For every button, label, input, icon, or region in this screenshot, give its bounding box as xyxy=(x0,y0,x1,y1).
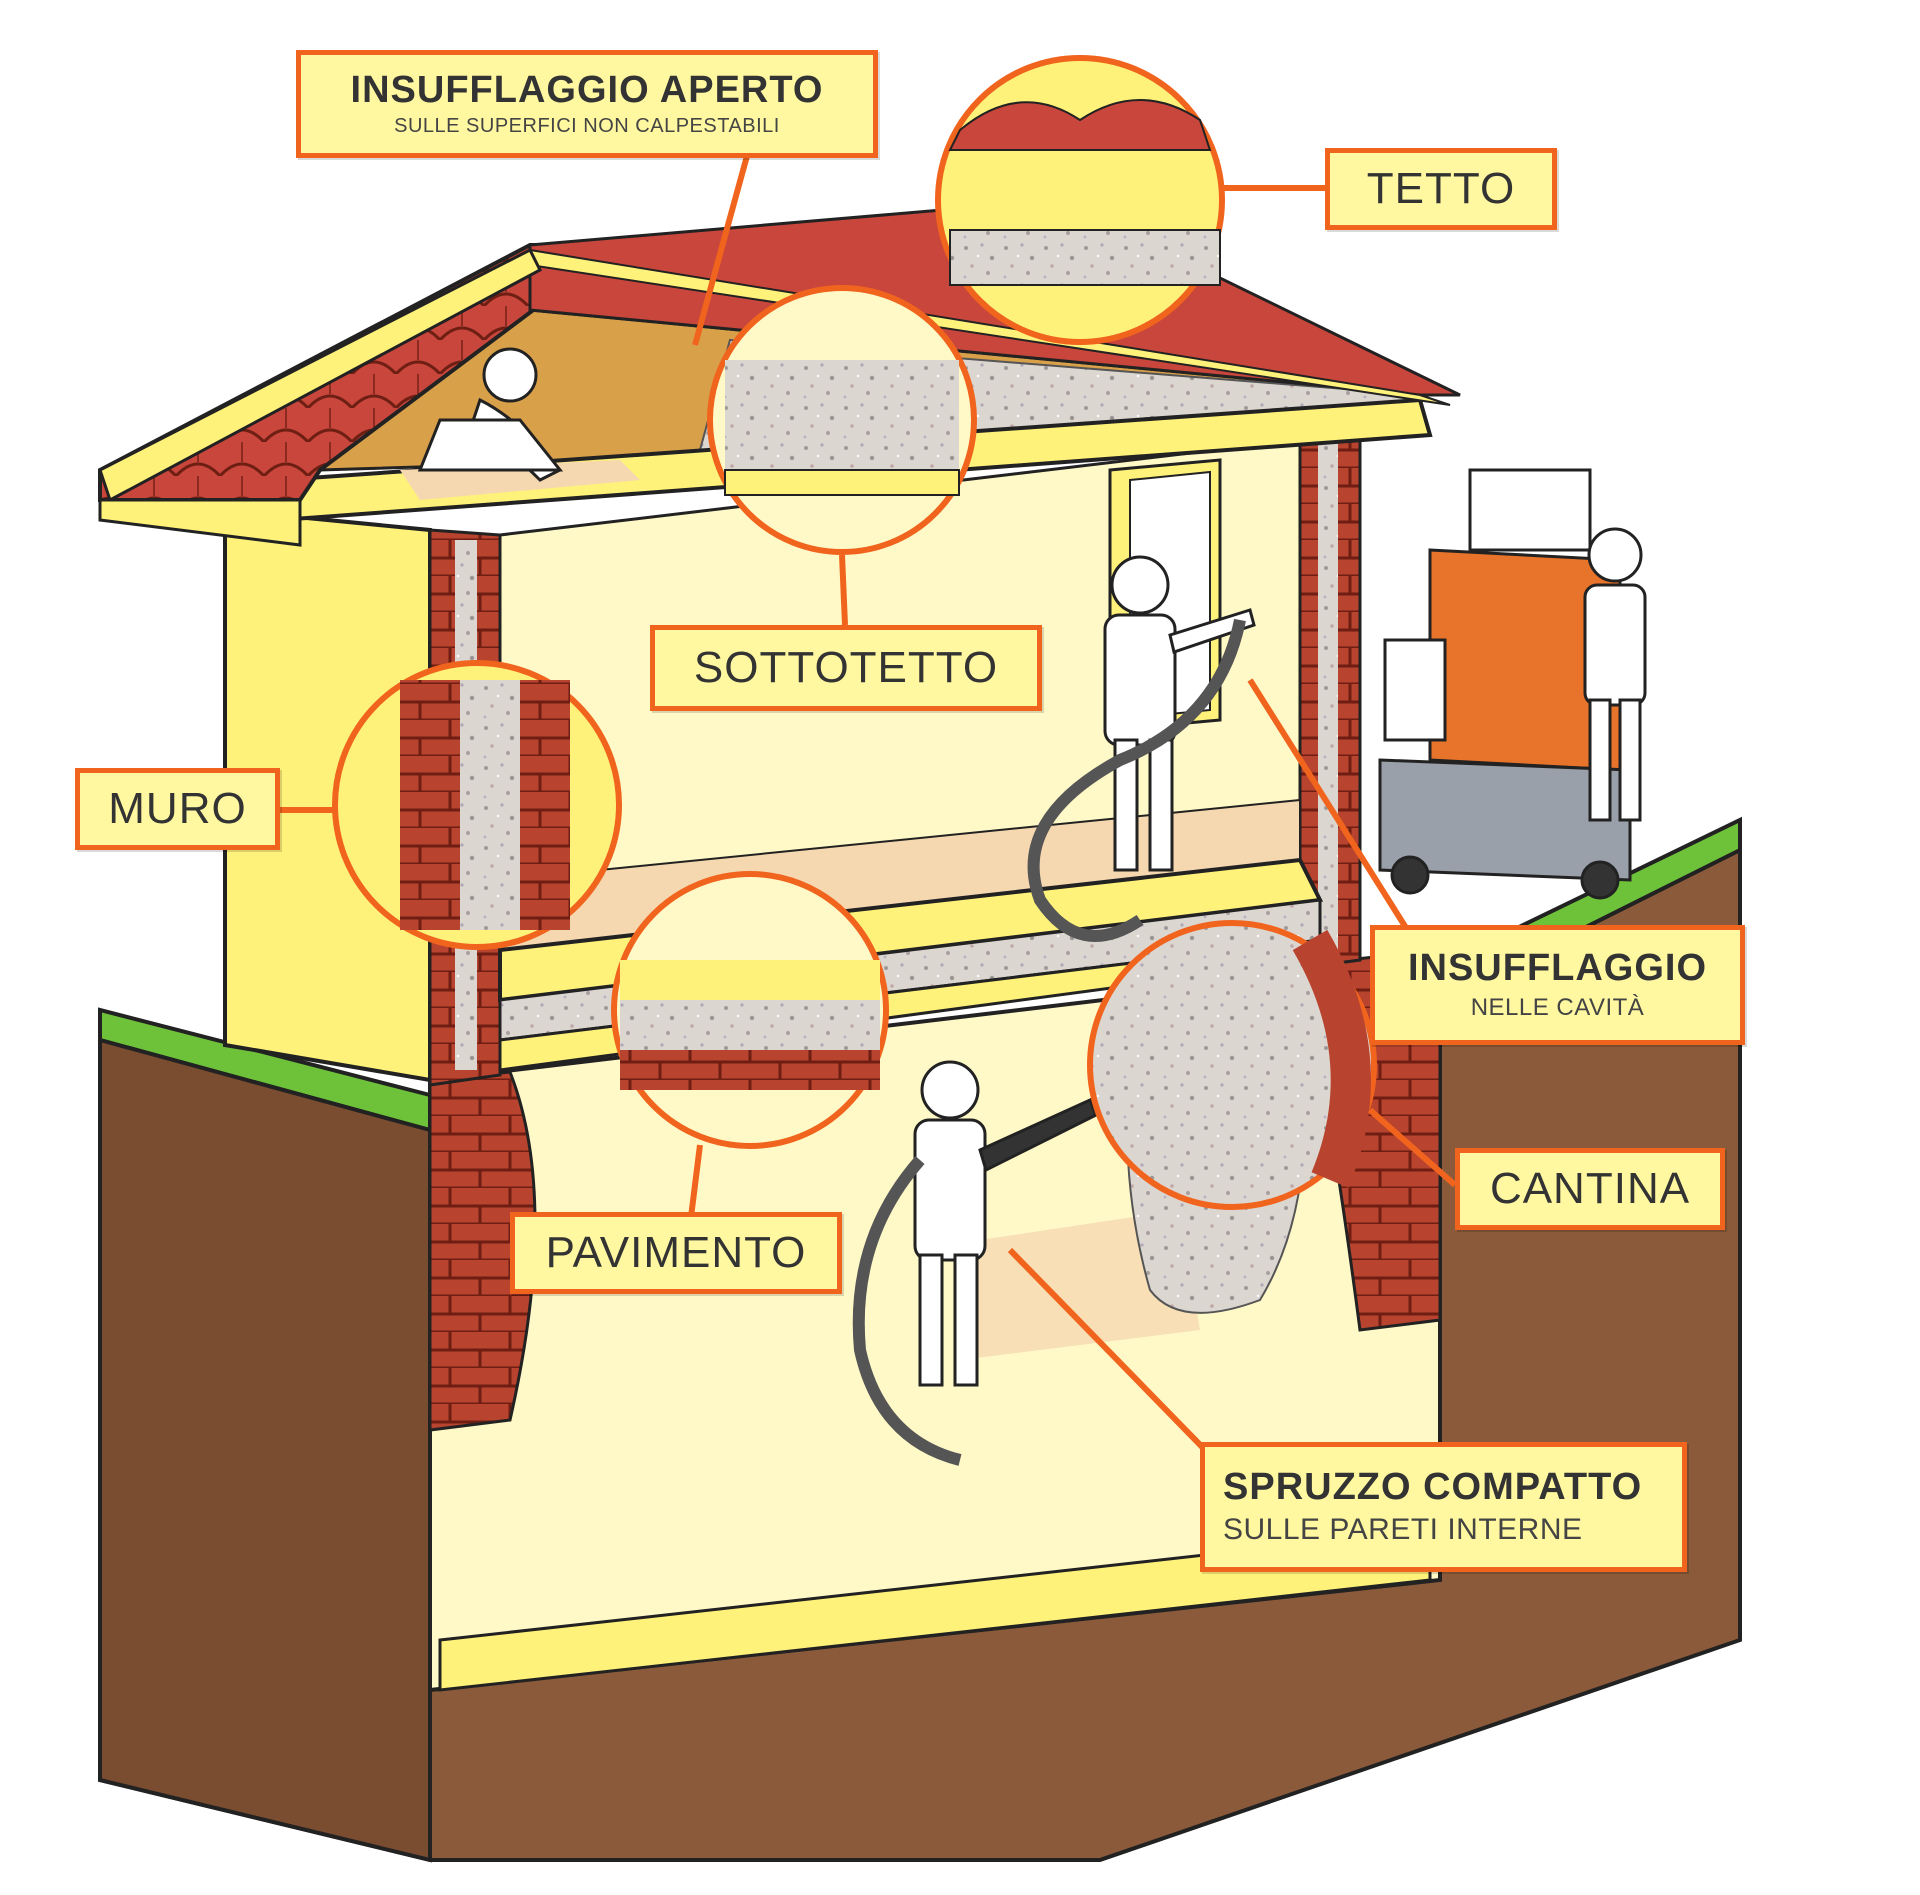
callout-tetto: TETTO xyxy=(1325,148,1557,230)
callout-title: INSUFFLAGGIO xyxy=(1407,947,1708,990)
worker-upper xyxy=(1103,555,1256,872)
worker-machine xyxy=(1583,527,1647,822)
detail-circle-muro xyxy=(332,660,622,950)
callout-title: MURO xyxy=(108,783,247,833)
callout-title: PAVIMENTO xyxy=(545,1227,807,1277)
callout-title: SPRUZZO COMPATTO xyxy=(1223,1466,1643,1509)
leader-lines xyxy=(280,144,1457,1458)
callout-subtitle: SULLE SUPERFICI NON CALPESTABILI xyxy=(394,115,780,138)
detail-circle-sottotetto xyxy=(707,285,977,555)
callout-cantina: CANTINA xyxy=(1455,1148,1725,1230)
callout-insufflaggio-aperto: INSUFFLAGGIO APERTO SULLE SUPERFICI NON … xyxy=(296,50,878,158)
callout-title: CANTINA xyxy=(1489,1163,1691,1213)
hose-upper xyxy=(1027,618,1246,942)
worker-attic xyxy=(417,347,564,482)
callout-pavimento: PAVIMENTO xyxy=(510,1212,842,1294)
detail-circle-tetto xyxy=(935,55,1225,345)
detail-circle-cantina xyxy=(1087,920,1377,1210)
callout-subtitle: SULLE PARETI INTERNE xyxy=(1223,1512,1583,1546)
callout-title: TETTO xyxy=(1366,163,1516,213)
callout-title: SOTTOTETTO xyxy=(693,642,999,692)
worker-basement xyxy=(913,1060,1098,1387)
hose-basement xyxy=(852,1156,962,1466)
callout-insufflaggio-cavita: INSUFFLAGGIO NELLE CAVITÀ xyxy=(1370,925,1745,1045)
detail-circle-pavimento xyxy=(611,871,889,1149)
callout-sottotetto: SOTTOTETTO xyxy=(650,625,1042,711)
blowing-machine xyxy=(1378,468,1632,900)
callout-title: INSUFFLAGGIO APERTO xyxy=(350,68,824,111)
callout-spruzzo-compatto: SPRUZZO COMPATTO SULLE PARETI INTERNE xyxy=(1200,1442,1687,1572)
callout-subtitle: NELLE CAVITÀ xyxy=(1470,993,1645,1021)
callout-muro: MURO xyxy=(75,768,280,850)
